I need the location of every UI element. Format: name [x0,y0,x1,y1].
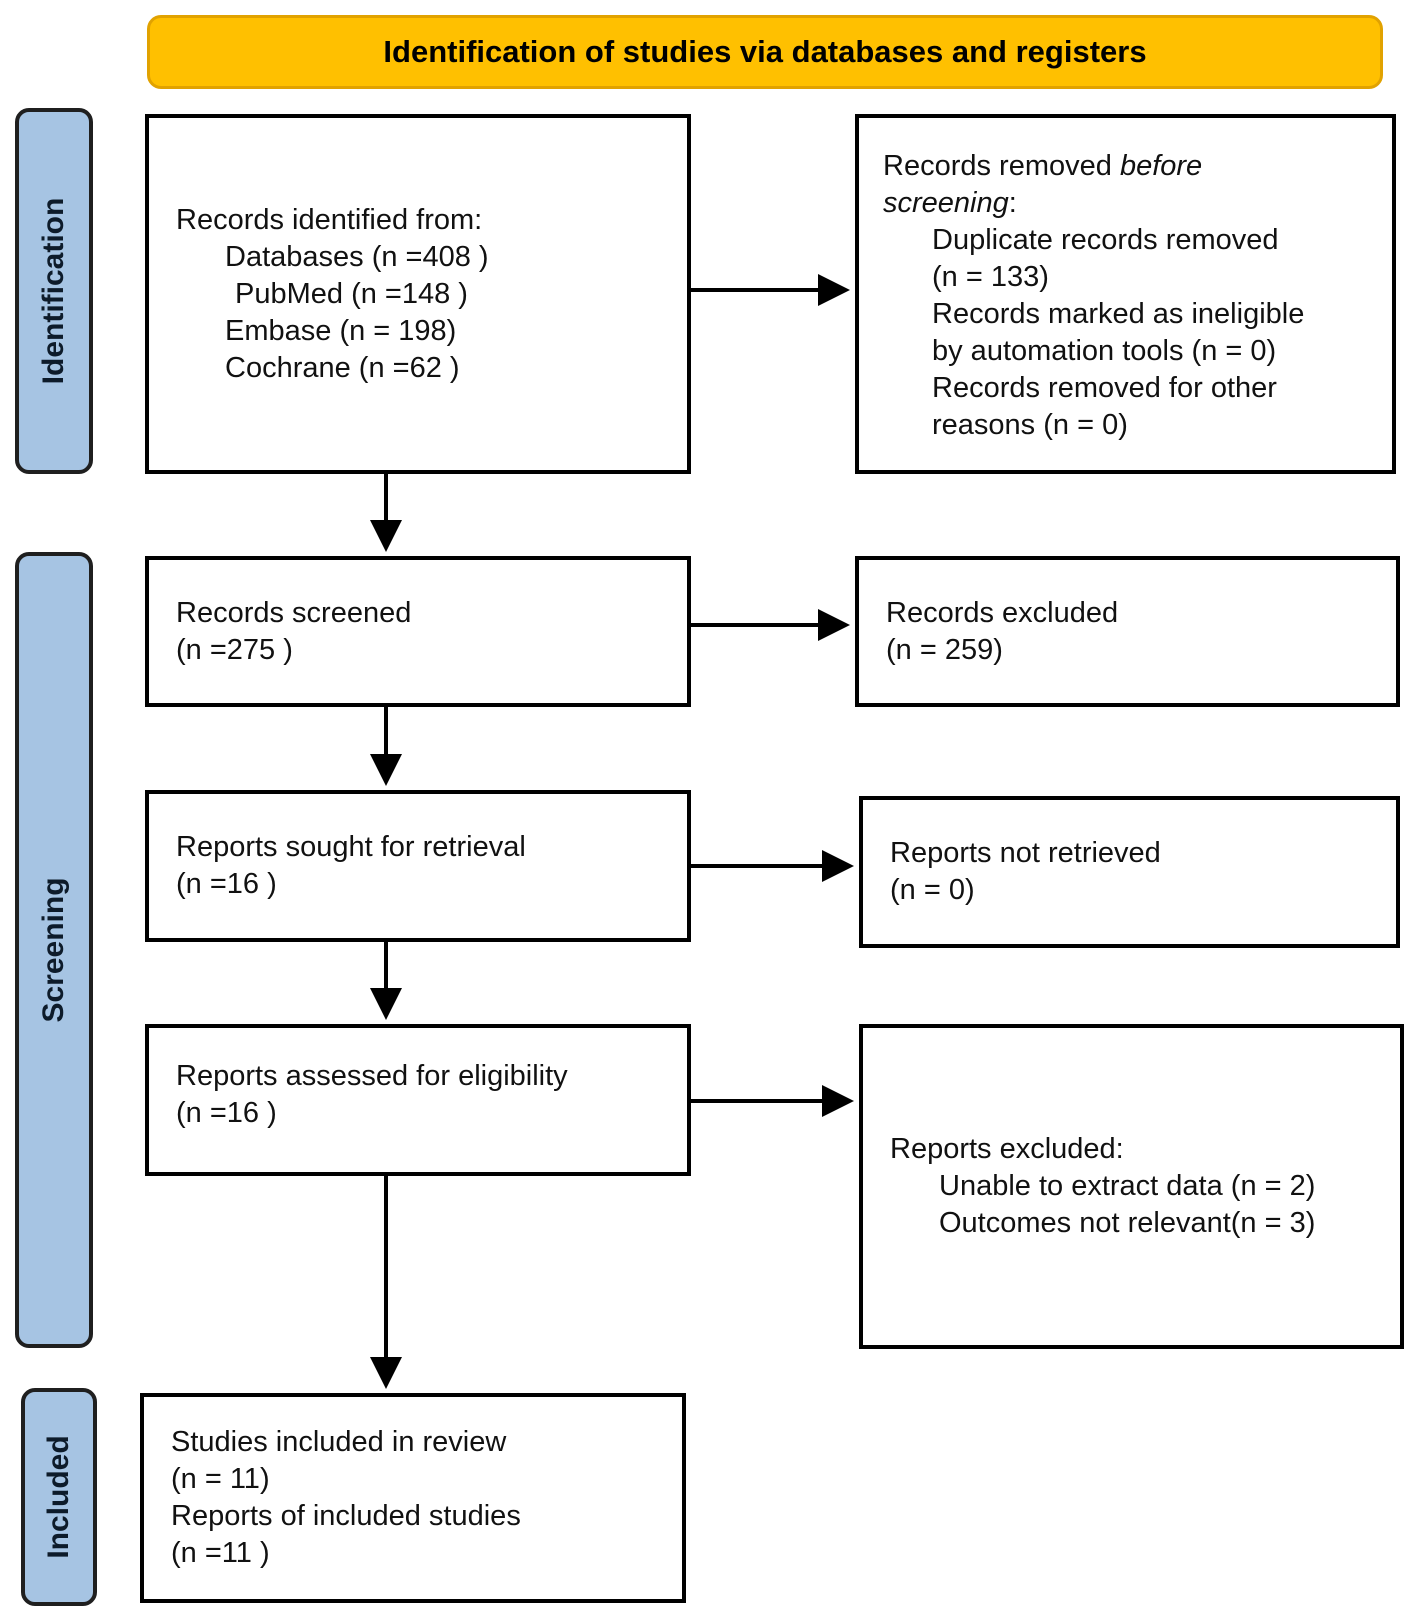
reports-included-title: Reports of included studies [171,1500,521,1532]
header-title: Identification of studies via databases … [383,34,1147,69]
records-excluded-box: Records excluded (n = 259) [855,556,1400,707]
duplicates-removed: Duplicate records removed [932,224,1279,256]
records-identified-title: Records identified from: [176,203,483,236]
header-banner: Identification of studies via databases … [147,15,1383,89]
reports-assessed-title: Reports assessed for eligibility [176,1060,568,1092]
records-screened-box: Records screened (n =275 ) [145,556,691,707]
phase-screening-label: Screening [37,877,70,1023]
duplicates-count: (n = 133) [932,261,1049,293]
records-removed-box: Records removed before screening: Duplic… [855,114,1396,474]
reports-excluded-box: Reports excluded: Unable to extract data… [859,1024,1404,1349]
ineligible-automation-count: by automation tools (n = 0) [932,335,1277,367]
phase-included: Included [21,1388,97,1606]
phase-screening: Screening [15,552,93,1348]
studies-included-count: (n = 11) [171,1463,270,1495]
records-removed-title-cont: screening: [883,187,1017,219]
records-excluded-title: Records excluded [886,596,1119,629]
reports-excluded-reason-data: Unable to extract data (n = 2) [939,1170,1316,1202]
reports-excluded-reason-outcomes: Outcomes not relevant(n = 3) [939,1207,1316,1239]
source-cochrane: Cochrane (n =62 ) [225,351,460,384]
removed-other-count: reasons (n = 0) [932,409,1128,441]
source-pubmed: PubMed (n =148 ) [235,277,468,310]
records-screened-title: Records screened [176,596,412,629]
source-embase: Embase (n = 198) [225,314,457,347]
records-removed-title: Records removed before [883,150,1203,182]
phase-identification-label: Identification [37,197,70,385]
phase-identification: Identification [15,108,93,474]
reports-not-retrieved-box: Reports not retrieved (n = 0) [859,796,1400,948]
reports-sought-title: Reports sought for retrieval [176,831,526,863]
records-identified-box: Records identified from: Databases (n =4… [145,114,691,474]
studies-included-title: Studies included in review [171,1426,507,1458]
phase-included-label: Included [42,1435,75,1559]
reports-sought-box: Reports sought for retrieval (n =16 ) [145,790,691,942]
studies-included-box: Studies included in review (n = 11) Repo… [140,1393,686,1603]
source-databases: Databases (n =408 ) [225,240,489,273]
records-excluded-count: (n = 259) [886,633,1003,666]
removed-other: Records removed for other [932,372,1277,404]
reports-assessed-box: Reports assessed for eligibility (n =16 … [145,1024,691,1176]
reports-included-count: (n =11 ) [171,1537,270,1569]
reports-sought-count: (n =16 ) [176,868,277,900]
reports-not-retrieved-title: Reports not retrieved [890,837,1161,869]
reports-excluded-title: Reports excluded: [890,1133,1124,1165]
ineligible-automation: Records marked as ineligible [932,298,1305,330]
reports-not-retrieved-count: (n = 0) [890,874,975,906]
records-screened-count: (n =275 ) [176,633,293,666]
reports-assessed-count: (n =16 ) [176,1097,277,1129]
